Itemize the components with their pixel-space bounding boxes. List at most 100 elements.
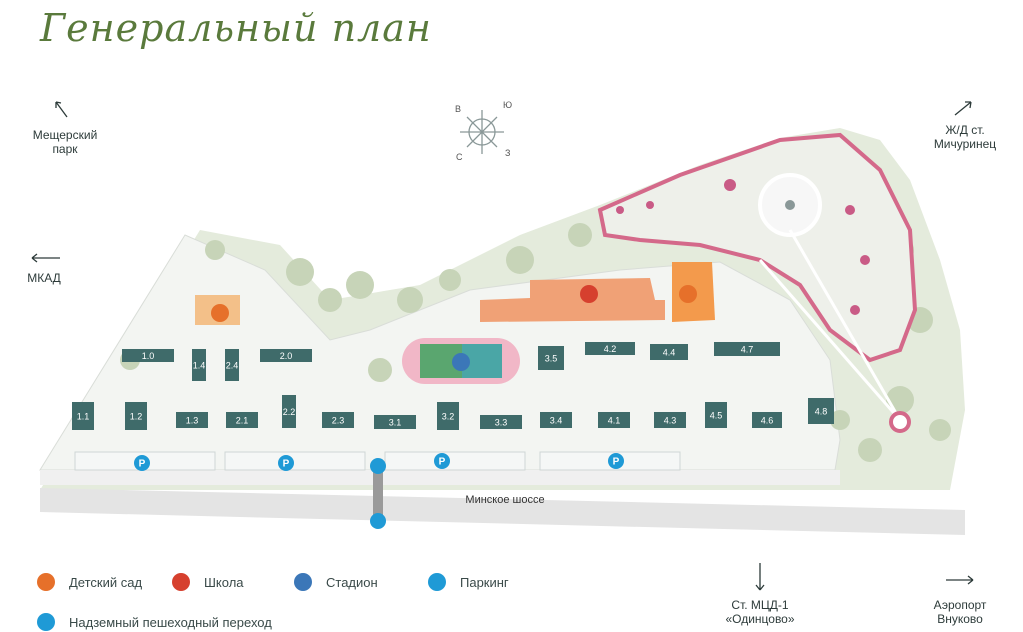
building-label-4-4: 4.4	[663, 348, 676, 358]
legend-stadium-label: Стадион	[326, 574, 378, 590]
road-label: Минское шоссе	[465, 494, 544, 506]
parking-icon-label: P	[439, 457, 446, 468]
building-label-3-5: 3.5	[545, 354, 558, 364]
parking-strips	[74, 451, 681, 471]
legend-parking-label: Паркинг	[460, 574, 509, 590]
compass-label-w: З	[505, 148, 510, 158]
direction-arrows	[31, 101, 974, 591]
park-path	[788, 229, 902, 421]
building-label-4-1: 4.1	[608, 416, 621, 426]
page-title: Генеральный план	[40, 6, 432, 50]
building-label-3-4: 3.4	[550, 416, 563, 426]
legend-parking: Паркинг	[428, 573, 509, 591]
direction-odintsovo: Ст. МЦД-1 «Одинцово»	[725, 598, 795, 626]
building-4-6[interactable]	[752, 412, 782, 428]
compass-label-e: Ю	[503, 100, 512, 110]
parking-icon-label: P	[139, 459, 146, 470]
building-label-3-3: 3.3	[495, 418, 508, 428]
compass-rose	[460, 110, 504, 154]
parking-icon-label: P	[283, 459, 290, 470]
building-label-1-4: 1.4	[193, 361, 206, 371]
building-label-4-3: 4.3	[664, 416, 677, 426]
building-2-1[interactable]	[226, 412, 258, 428]
school-icon	[580, 285, 598, 303]
building-label-1-2: 1.2	[130, 412, 143, 422]
crossing-icon	[370, 458, 386, 474]
building-label-4-7: 4.7	[741, 345, 754, 355]
building-3-5[interactable]	[538, 346, 564, 370]
legend-kindergarten: Детский сад	[37, 573, 142, 591]
building-label-2-3: 2.3	[332, 416, 345, 426]
direction-meshchersky-park: Мещерский парк	[32, 128, 98, 156]
stadium-legend-icon	[294, 573, 312, 591]
building-label-1-3: 1.3	[186, 416, 199, 426]
buildings-layer: 1.0 1.1 1.2 1.3 1.4 2.0 2.1 2.2 2.3 2.4 3.1 3.2 3.3 3…	[72, 342, 834, 430]
stadium-icon	[452, 353, 470, 371]
building-1-4[interactable]	[192, 349, 206, 381]
building-1-2[interactable]	[125, 402, 147, 430]
building-4-5[interactable]	[705, 402, 727, 428]
building-1-1[interactable]	[72, 402, 94, 430]
crossing-icon-2	[370, 513, 386, 529]
building-label-3-2: 3.2	[442, 412, 455, 422]
building-2-0[interactable]	[260, 349, 312, 362]
building-label-4-6: 4.6	[761, 416, 774, 426]
parking-icon	[134, 455, 150, 471]
direction-vnukovo: Аэропорт Внуково	[933, 598, 987, 626]
park-path-2	[758, 259, 902, 421]
kindergarten-legend-icon	[37, 573, 55, 591]
direction-mkad: МКАД	[27, 271, 61, 285]
parking-icon-label: P	[613, 457, 620, 468]
parking-icon	[608, 453, 624, 469]
building-label-4-5: 4.5	[710, 411, 723, 421]
building-label-3-1: 3.1	[389, 418, 402, 428]
building-label-2-0: 2.0	[280, 351, 293, 361]
park-decor	[616, 179, 870, 315]
parking-icon	[434, 453, 450, 469]
park-point	[889, 411, 911, 433]
service-road	[40, 470, 840, 485]
building-4-1[interactable]	[598, 412, 630, 428]
building-3-1[interactable]	[374, 415, 416, 429]
legend-crossing: Надземный пешеходный переход	[37, 613, 272, 631]
direction-michurinets: Ж/Д ст. Мичуринец	[933, 123, 997, 151]
building-label-4-2: 4.2	[604, 344, 617, 354]
legend-school-label: Школа	[204, 574, 244, 590]
building-4-7[interactable]	[714, 342, 780, 356]
crossing-legend-icon	[37, 613, 55, 631]
building-2-4[interactable]	[225, 349, 239, 381]
highway	[40, 488, 965, 535]
building-3-2[interactable]	[437, 402, 459, 430]
legend-stadium: Стадион	[294, 573, 378, 591]
building-2-3[interactable]	[322, 412, 354, 428]
building-3-3[interactable]	[480, 415, 522, 429]
building-1-3[interactable]	[176, 412, 208, 428]
building-4-4[interactable]	[650, 344, 688, 360]
legend-school: Школа	[172, 573, 244, 591]
building-label-2-1: 2.1	[236, 416, 249, 426]
building-3-4[interactable]	[540, 412, 572, 428]
building-2-2[interactable]	[282, 395, 296, 428]
building-label-2-4: 2.4	[226, 361, 239, 371]
park-walkway-loop	[597, 132, 918, 363]
building-label-4-8: 4.8	[815, 407, 828, 417]
pedestrian-bridge	[373, 468, 383, 516]
parking-icon	[278, 455, 294, 471]
kindergarten-icon	[211, 285, 697, 322]
building-label-1-1: 1.1	[77, 412, 90, 422]
building-label-1-0: 1.0	[142, 351, 155, 361]
building-4-8[interactable]	[808, 398, 834, 424]
plaza-center	[785, 200, 795, 210]
building-label-2-2: 2.2	[283, 407, 296, 417]
compass-label-s: С	[456, 152, 463, 162]
building-1-0[interactable]	[122, 349, 174, 362]
building-4-2[interactable]	[585, 342, 635, 355]
parking-legend-icon	[428, 573, 446, 591]
legend-kindergarten-label: Детский сад	[69, 574, 143, 590]
building-4-3[interactable]	[654, 412, 686, 428]
school-legend-icon	[172, 573, 190, 591]
compass-label-n: В	[455, 104, 461, 114]
school-building	[480, 278, 665, 322]
